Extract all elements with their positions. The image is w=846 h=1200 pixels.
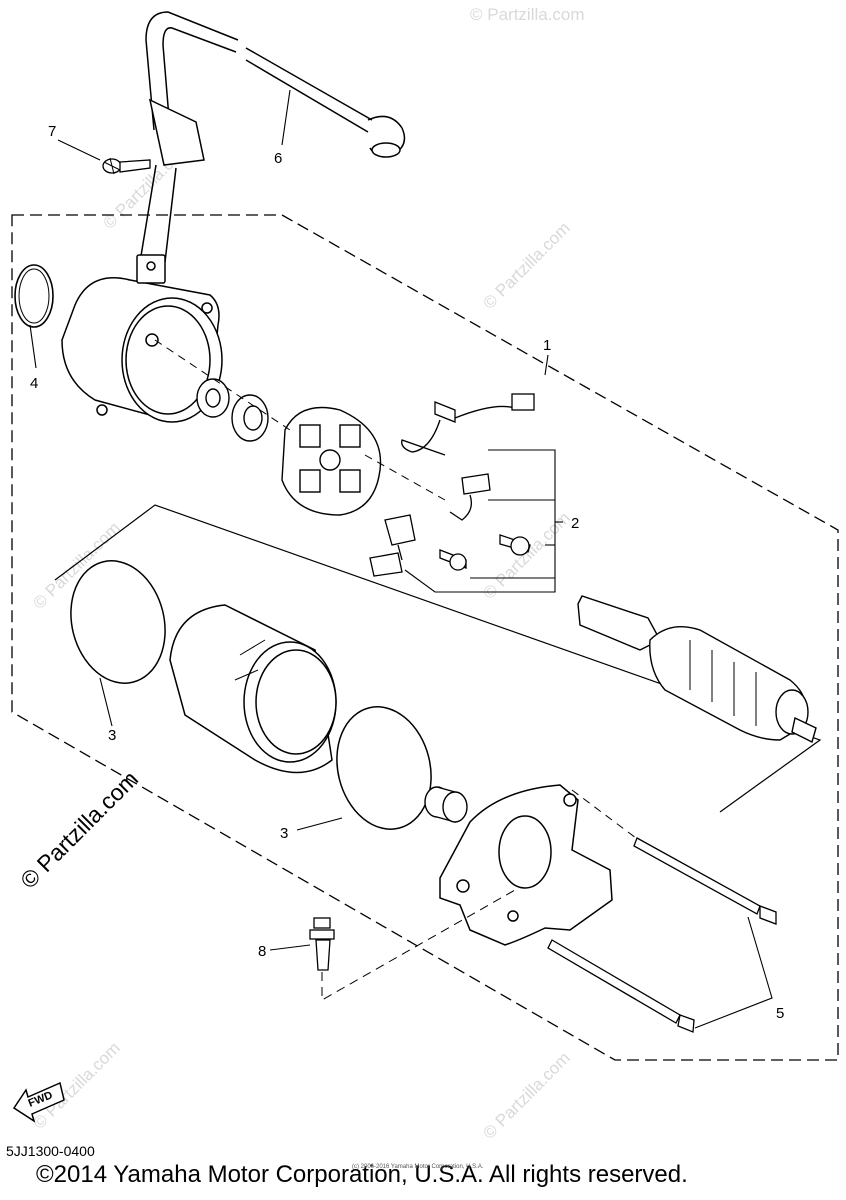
- callout-2: 2: [571, 515, 579, 532]
- bolt-axis: [571, 789, 637, 839]
- brush-holder: [281, 406, 382, 516]
- armature: [577, 595, 817, 744]
- diagram-code: 5JJ1300-0400: [6, 1143, 95, 1159]
- callout-5: 5: [776, 1005, 784, 1022]
- watermark-main: © Partzilla.com: [15, 766, 143, 894]
- callout-7: 7: [48, 123, 56, 140]
- bolt-5-bracket: [694, 916, 773, 1029]
- copyright: ©2014 Yamaha Motor Corporation, U.S.A. A…: [36, 1161, 688, 1188]
- watermark: © Partzilla.com: [470, 5, 585, 24]
- callout-3-right: 3: [280, 825, 288, 842]
- yoke-group-outline: [54, 504, 822, 813]
- through-bolts: [547, 837, 777, 1033]
- front-cover: [439, 784, 613, 946]
- leader-lines: [29, 89, 549, 951]
- assembly-axis: [154, 339, 446, 501]
- gasket-3b: [336, 706, 432, 830]
- gasket-3a: [70, 560, 166, 684]
- washer: [196, 378, 269, 442]
- callout-1: 1: [543, 337, 551, 354]
- fwd-arrow-icon: FWD: [12, 1081, 65, 1123]
- screw-7: [102, 157, 151, 175]
- brush-set: [369, 393, 535, 577]
- watermark: © Partzilla.com: [479, 218, 573, 312]
- assembly-outline: [11, 214, 839, 1061]
- o-ring: [14, 264, 54, 328]
- callout-3-left: 3: [108, 727, 116, 744]
- watermark: © Partzilla.com: [479, 1048, 573, 1142]
- rear-cover: [61, 254, 223, 423]
- bolt-8: [309, 917, 335, 971]
- callout-6: 6: [274, 150, 282, 167]
- lead-wire: [139, 11, 406, 263]
- watermark: © Partzilla.com: [479, 508, 573, 602]
- callout-4: 4: [30, 375, 38, 392]
- callout-bracket-2: [404, 449, 563, 593]
- bolt-8-axis: [321, 889, 516, 1001]
- bearing: [424, 786, 468, 823]
- watermark: © Partzilla.com: [29, 1038, 123, 1132]
- yoke: [169, 604, 337, 774]
- copyright-tiny: (c) 2006-2016 Yamaha Motor Corporation, …: [352, 1164, 484, 1170]
- callout-8: 8: [258, 943, 266, 960]
